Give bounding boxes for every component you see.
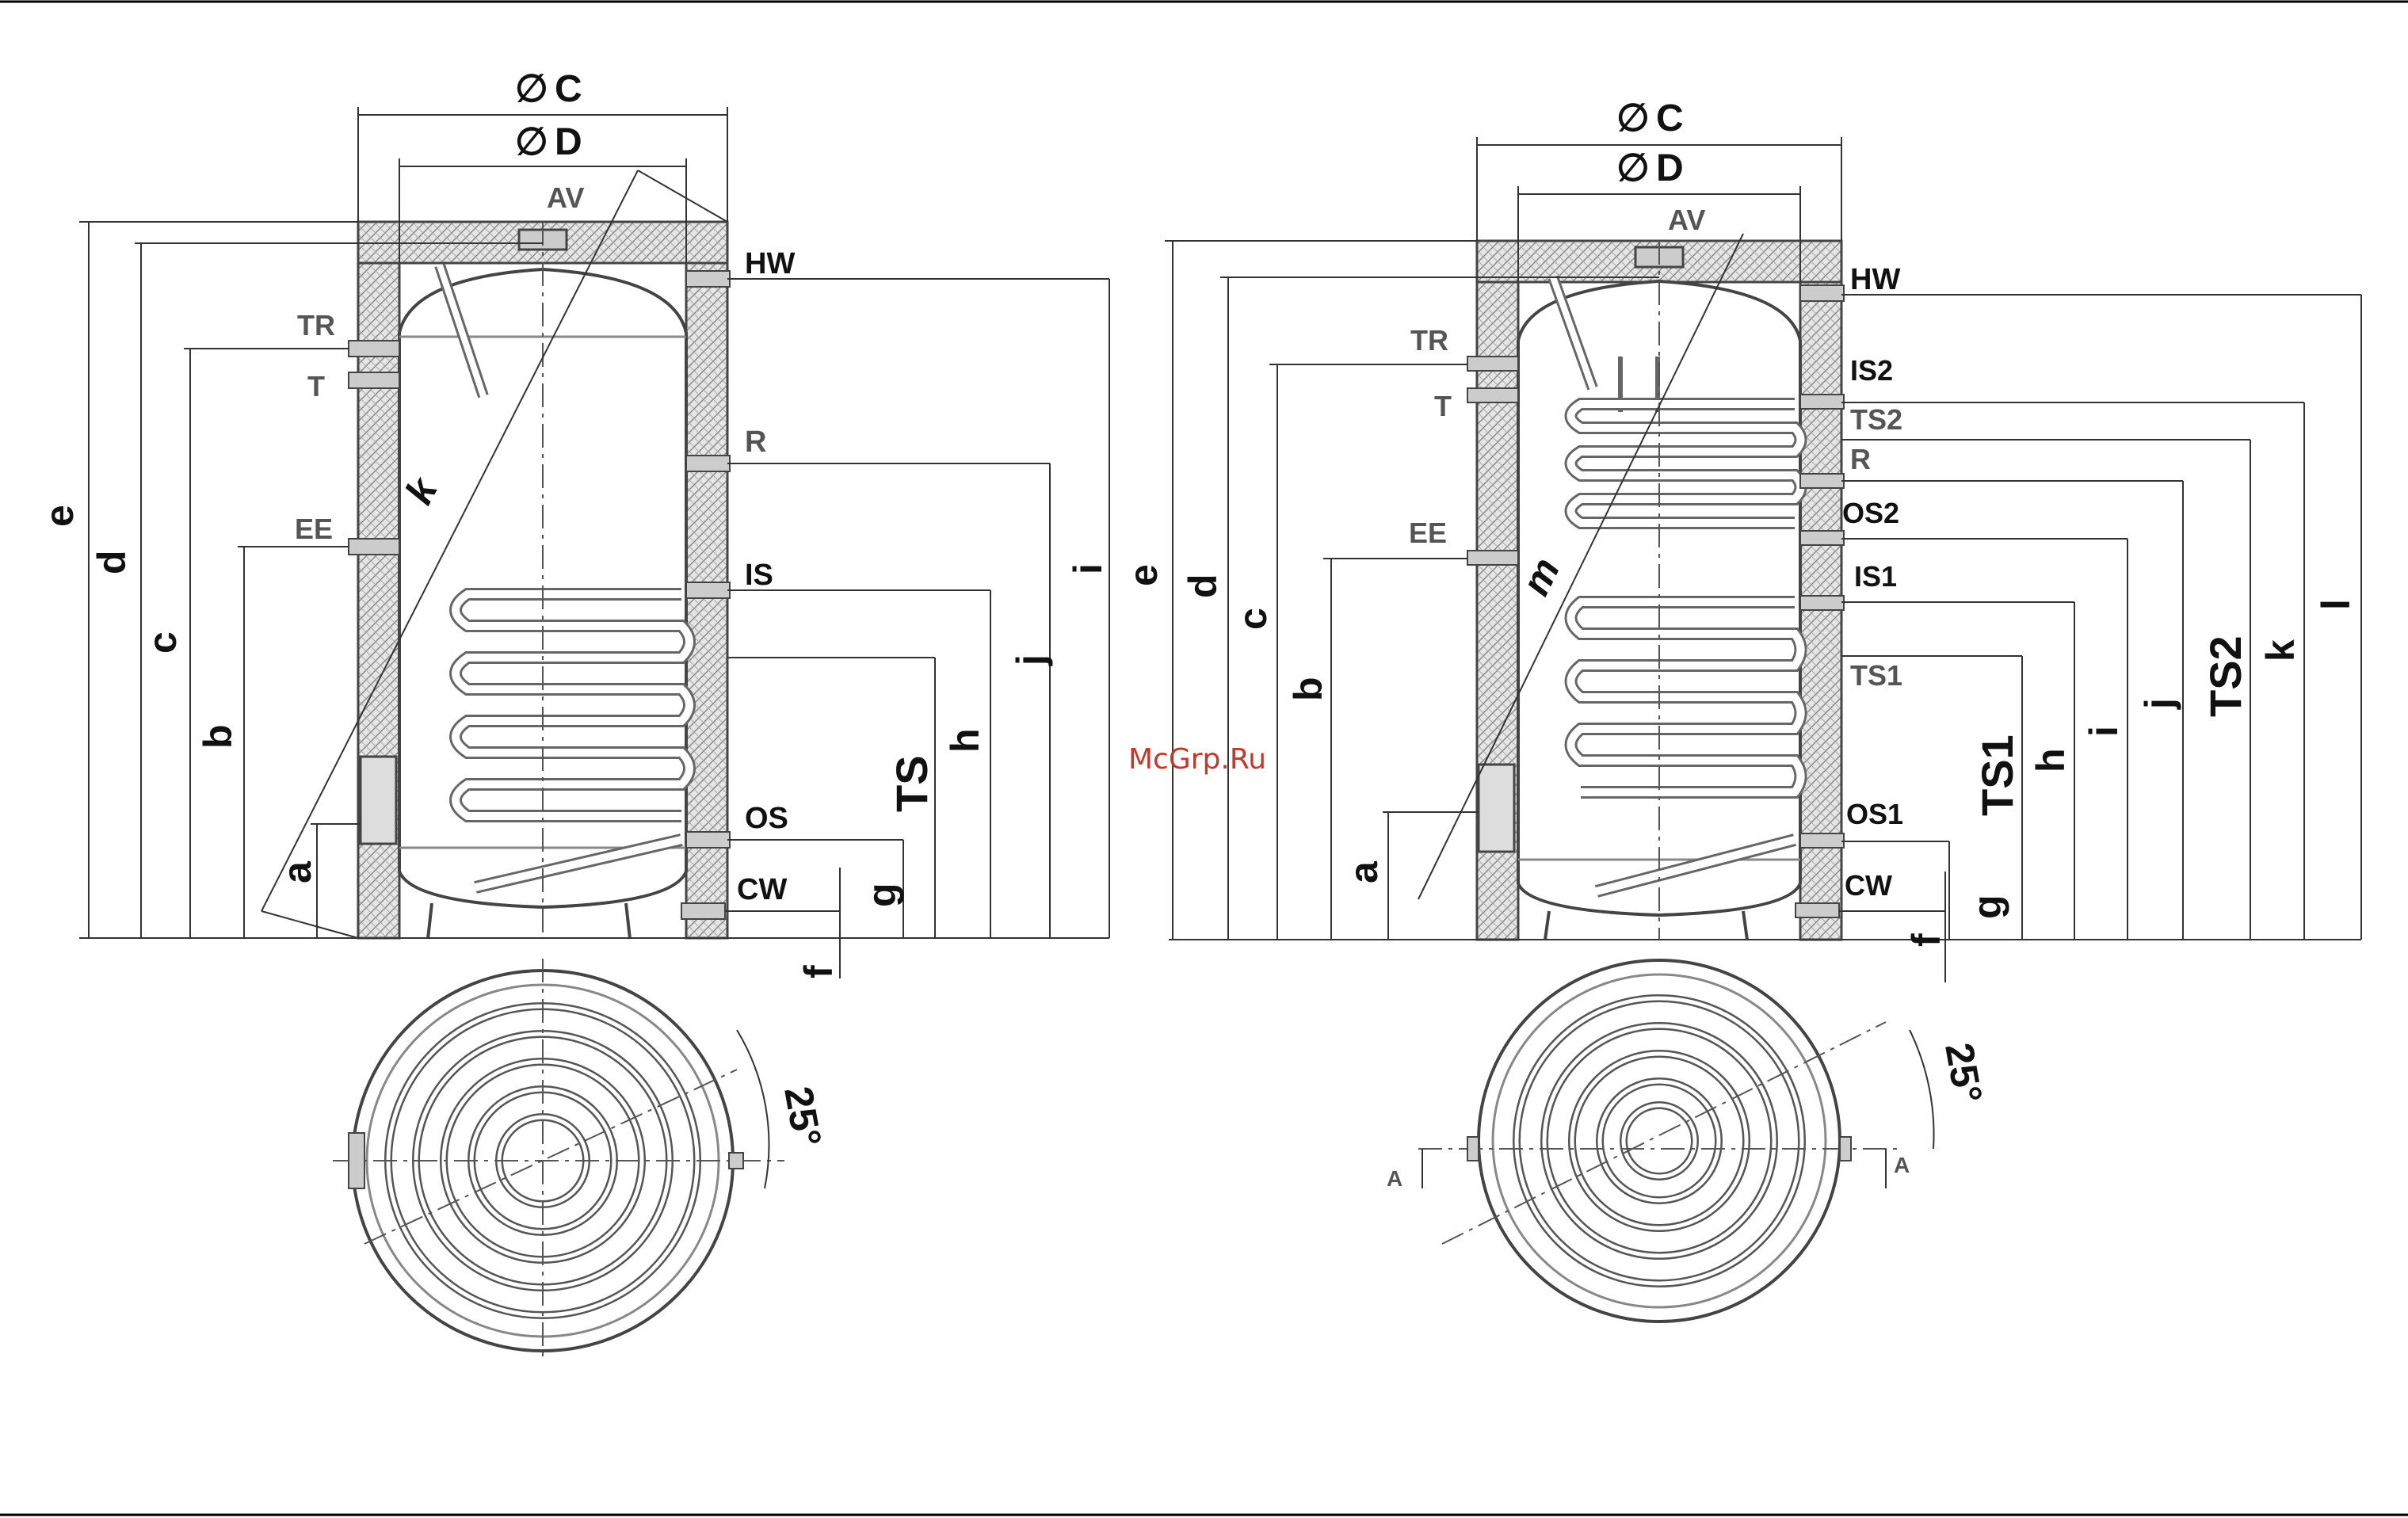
left-port-av: AV [547, 181, 584, 214]
right-section-a-right: A [1894, 1153, 1910, 1177]
right-dim-d: d [1181, 574, 1225, 598]
right-dim-l: l [2314, 599, 2358, 610]
right-port-t: T [1434, 390, 1452, 422]
right-plan-view: 25° A A [1387, 960, 1990, 1322]
left-dim-a: a [275, 860, 319, 883]
left-port-t: T [307, 370, 325, 402]
right-port-os1: OS1 [1846, 798, 1903, 830]
right-dim-b: b [1286, 677, 1330, 701]
right-diam-c: C [1656, 97, 1684, 139]
left-dim-e: e [37, 505, 82, 527]
left-port-is: IS [745, 559, 773, 592]
left-port-ee: EE [295, 513, 333, 545]
left-port-cw: CW [737, 873, 787, 906]
right-dim-f: f [1904, 933, 1948, 947]
right-port-os2: OS2 [1842, 497, 1899, 529]
left-port-hw: HW [745, 247, 795, 280]
left-dim-g: g [860, 883, 904, 907]
right-port-cw: CW [1845, 869, 1892, 902]
watermark: McGrp.Ru [1128, 743, 1266, 776]
left-dim-h: h [943, 728, 987, 753]
left-port-r: R [745, 425, 766, 459]
right-angle: 25° [1937, 1039, 1990, 1106]
left-diam-c: C [555, 68, 582, 110]
right-port-is2: IS2 [1850, 354, 1893, 387]
left-plan-view: 25° [333, 959, 830, 1363]
right-dim-j: j [2137, 698, 2181, 710]
right-section-a-left: A [1387, 1166, 1402, 1191]
right-port-ee: EE [1409, 517, 1447, 549]
right-dim-k: k [2258, 639, 2303, 662]
right-port-r: R [1850, 443, 1871, 475]
left-dim-f: f [796, 965, 841, 978]
left-dim-c: c [140, 631, 185, 654]
right-dim-c: c [1231, 608, 1275, 630]
left-angle: 25° [776, 1083, 830, 1150]
right-port-hw: HW [1850, 263, 1900, 296]
right-diam-d-symbol: ∅ [1616, 147, 1650, 189]
left-port-os: OS [745, 802, 788, 835]
right-dim-g: g [1965, 894, 2009, 919]
left-dim-ts: TS [887, 755, 937, 812]
right-dim-e: e [1121, 564, 1166, 586]
left-dim-d: d [90, 550, 134, 574]
right-port-av: AV [1668, 204, 1705, 236]
right-port-tr: TR [1410, 324, 1448, 357]
left-diam-d-symbol: ∅ [515, 121, 548, 163]
right-diam-c-symbol: ∅ [1616, 97, 1650, 139]
right-port-ts1: TS1 [1850, 659, 1902, 692]
right-dim-ts2: TS2 [2200, 635, 2250, 717]
right-dim-h: h [2028, 748, 2073, 772]
right-dim-i: i [2082, 726, 2126, 737]
left-dim-i: i [1066, 563, 1110, 574]
right-tank-elevation [1418, 234, 1844, 940]
left-dim-j: j [1009, 654, 1053, 666]
right-dim-ts1: TS1 [1972, 734, 2022, 816]
right-port-ts2: TS2 [1850, 403, 1902, 436]
right-diam-d: D [1656, 147, 1684, 189]
left-diam-c-symbol: ∅ [515, 68, 548, 110]
left-port-tr: TR [297, 309, 335, 341]
right-port-is1: IS1 [1854, 560, 1897, 593]
left-dim-b: b [196, 724, 240, 749]
right-dim-a: a [1341, 860, 1386, 883]
left-diam-d: D [555, 121, 582, 163]
